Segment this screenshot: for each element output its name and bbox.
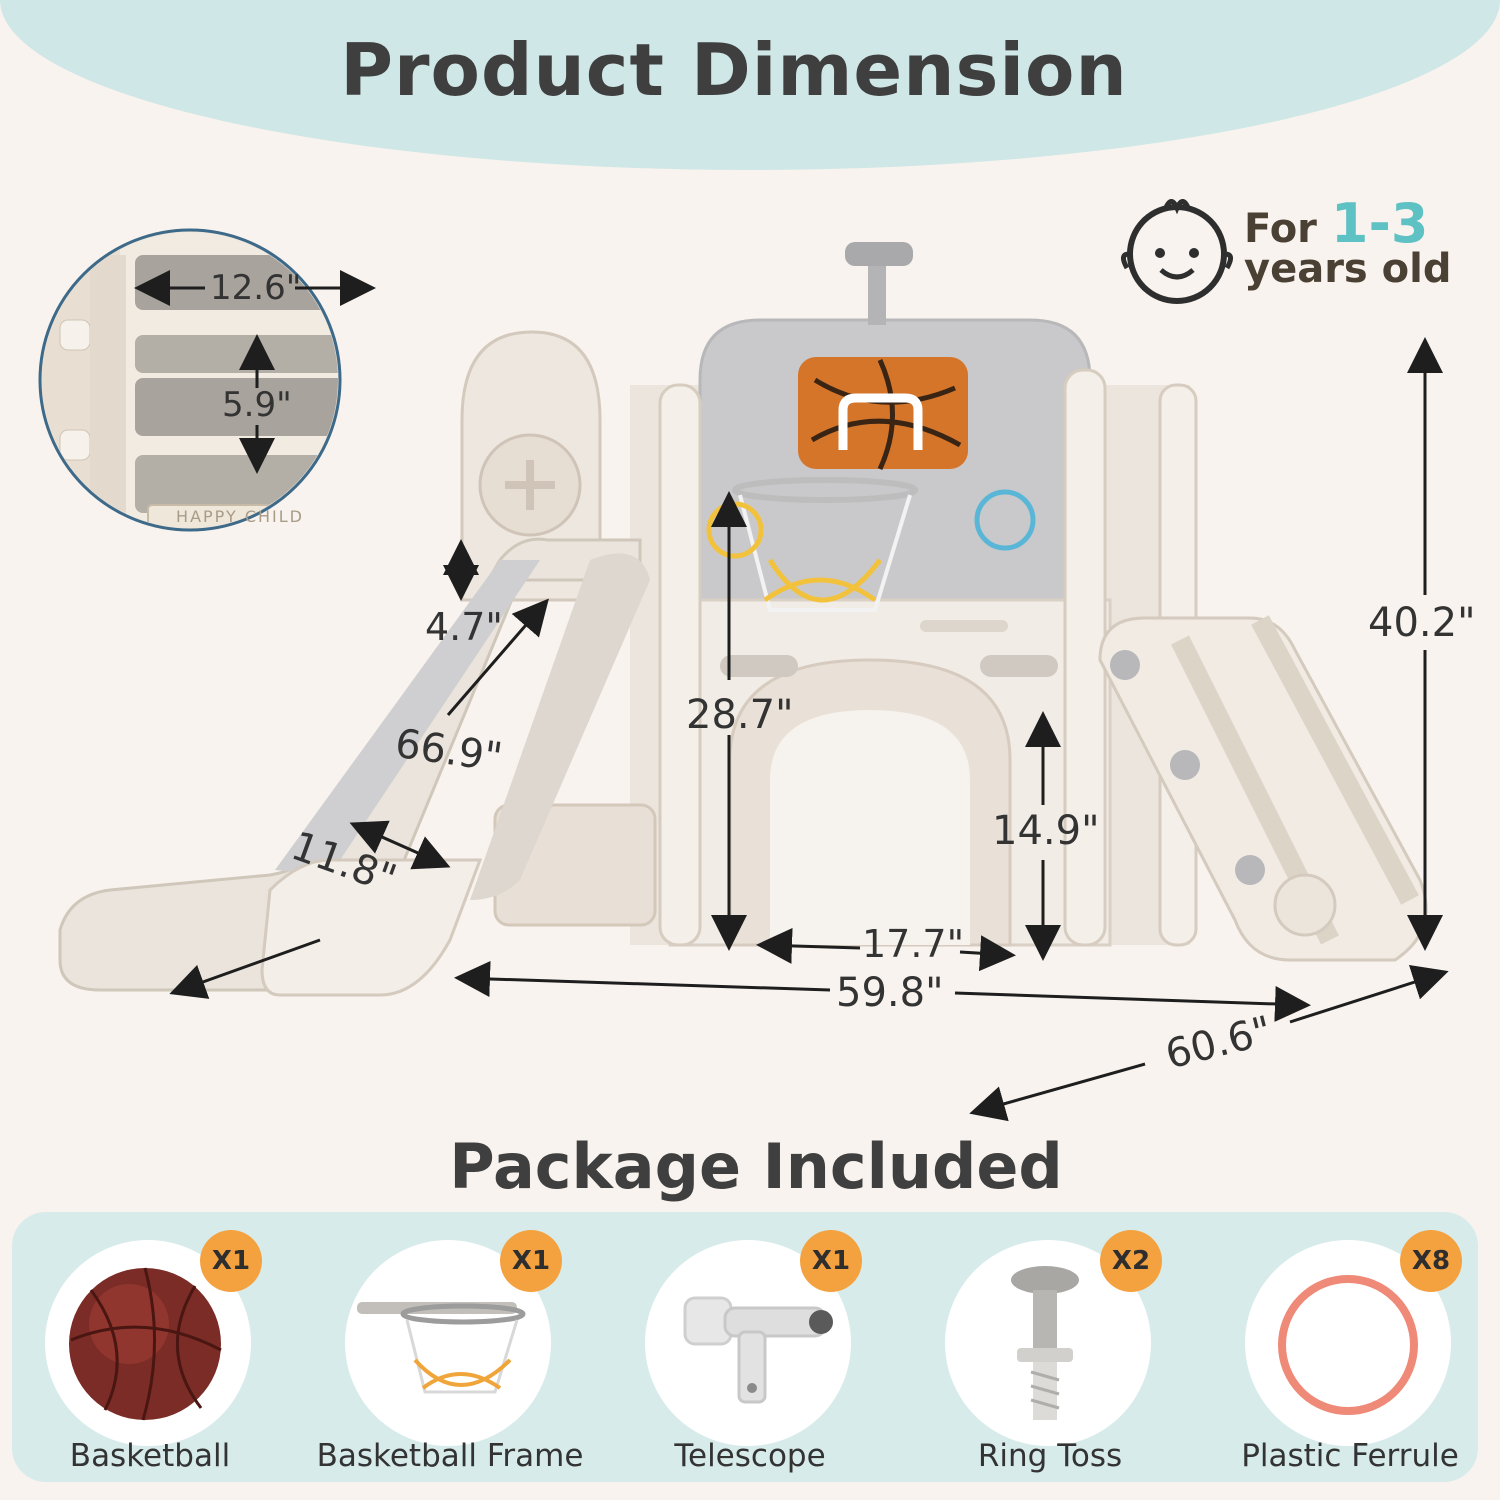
hoop-frame-icon: [357, 1302, 526, 1394]
dimension-lines: [134, 270, 1449, 1122]
step-brand-text: HAPPY CHILD: [176, 507, 304, 526]
ring-toss-peg-icon: [1011, 1266, 1079, 1420]
dim-total-height: 40.2": [1368, 600, 1476, 646]
basketball-icon: [69, 1267, 222, 1421]
dim-arch-height: 14.9": [992, 808, 1100, 854]
telescope-icon: [683, 1296, 833, 1404]
item-label: Basketball Frame: [316, 1438, 584, 1474]
slide: [58, 537, 650, 997]
dim-arch-width: 17.7": [862, 922, 965, 966]
dim-step-width: 12.6": [210, 268, 302, 308]
package-item-basketball-frame: X1 Basketball Frame: [300, 1230, 600, 1485]
step-detail-zoom: HAPPY CHILD: [38, 228, 342, 532]
age-recommendation: For 1-3 years old: [1118, 188, 1478, 308]
age-range: 1-3: [1330, 192, 1429, 255]
qty-badge: X1: [200, 1230, 262, 1292]
product-illustration: HAPPY CHILD: [38, 199, 1449, 1122]
castle-body: [460, 242, 1198, 947]
qty-badge: X8: [1400, 1230, 1462, 1292]
dim-total-width: 59.8": [836, 970, 944, 1016]
item-label: Basketball: [69, 1438, 231, 1474]
page-title: Product Dimension: [340, 28, 1128, 112]
package-item-basketball: X1 Basketball: [0, 1230, 300, 1485]
package-item-ring-toss: X2 Ring Toss: [900, 1230, 1200, 1485]
item-label: Plastic Ferrule: [1241, 1438, 1459, 1474]
dim-hoop-height: 28.7": [686, 692, 794, 738]
item-label: Ring Toss: [977, 1438, 1123, 1474]
ladder: [1098, 615, 1428, 962]
age-suffix: years old: [1244, 246, 1452, 292]
item-label: Telescope: [674, 1438, 826, 1474]
qty-badge: X1: [500, 1230, 562, 1292]
package-item-telescope: X1 Telescope: [600, 1230, 900, 1485]
dim-step-height: 5.9": [222, 385, 292, 425]
baby-face-icon: [1121, 199, 1233, 304]
ferrule-ring-icon: [1278, 1275, 1418, 1415]
qty-badge: X1: [800, 1230, 862, 1292]
package-item-plastic-ferrule: X8 Plastic Ferrule: [1200, 1230, 1500, 1485]
qty-badge: X2: [1100, 1230, 1162, 1292]
dim-slide-rail-height: 4.7": [425, 605, 503, 649]
age-prefix: For: [1244, 206, 1317, 252]
package-title: Package Included: [449, 1130, 1063, 1203]
